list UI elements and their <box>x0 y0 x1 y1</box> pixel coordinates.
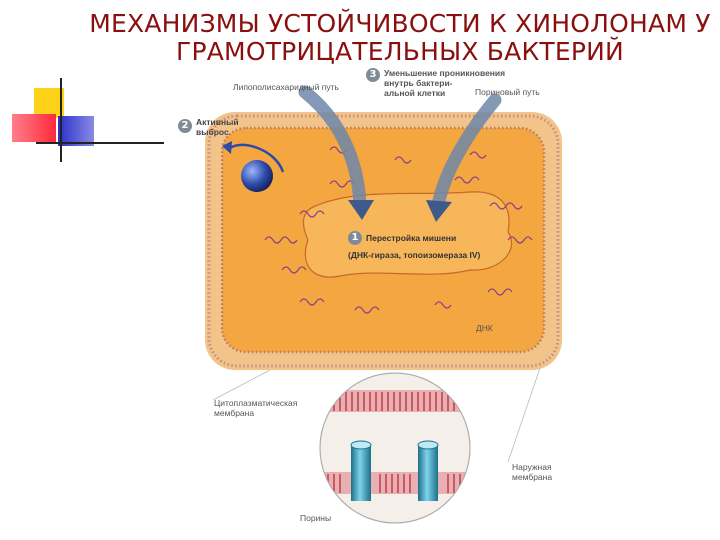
porin-path-arrowhead <box>426 200 452 222</box>
efflux-arrow <box>227 143 285 173</box>
label-outer-membrane: Наружная мембрана <box>512 462 553 482</box>
label-cytoplasmic-membrane: Цитоплазматическая мембрана <box>214 398 298 418</box>
dna-strands <box>264 146 533 314</box>
decor-yellow-square <box>34 88 64 118</box>
porin-left <box>350 440 372 501</box>
decor-blue-square <box>58 116 94 146</box>
title-line-1: МЕХАНИЗМЫ УСТОЙЧИВОСТИ К ХИНОЛОНАМ У <box>89 9 711 38</box>
pointer-line-left <box>212 369 271 401</box>
label-porin-path: Пориновый путь <box>475 87 540 97</box>
title-line-2: ГРАМОТРИЦАТЕЛЬНЫХ БАКТЕРИЙ <box>176 37 624 66</box>
lps-path-arrowhead <box>348 200 374 220</box>
marker-1: 1 <box>348 231 362 245</box>
label-reduced-penetration: Уменьшение проникновения внутрь бактери-… <box>384 68 506 98</box>
marker-3: 3 <box>366 68 380 82</box>
label-active-efflux: Активный выброс <box>196 117 239 137</box>
efflux-arrowhead <box>222 141 232 154</box>
label-target-change-detail: (ДНК-гираза, топоизомераза IV) <box>348 250 481 260</box>
decor-red-square <box>12 114 56 142</box>
nucleoid-region <box>302 191 513 278</box>
page-title: МЕХАНИЗМЫ УСТОЙЧИВОСТИ К ХИНОЛОНАМ У ГРА… <box>80 10 720 66</box>
pointer-line-right <box>507 367 541 463</box>
efflux-pump <box>241 160 273 192</box>
label-porins: Порины <box>300 513 332 523</box>
label-dna: ДНК <box>476 323 493 333</box>
label-target-change: Перестройка мишени <box>366 233 457 243</box>
lps-path-arrow <box>298 85 367 212</box>
decor-horizontal-line <box>36 142 164 144</box>
label-lps-path: Липополисахаридный путь <box>233 82 339 92</box>
porin-right <box>417 440 439 501</box>
cell-inner-membrane-dots <box>220 126 546 354</box>
cell-outer-membrane-dots <box>207 114 560 368</box>
decor-vertical-line <box>60 78 62 162</box>
porin-path-arrow <box>431 93 502 212</box>
marker-2: 2 <box>178 119 192 133</box>
